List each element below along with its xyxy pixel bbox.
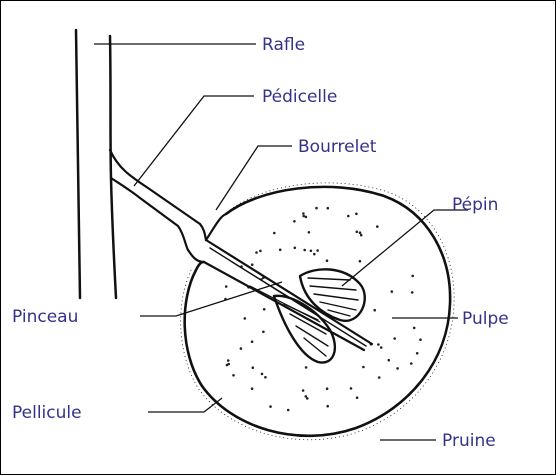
- label-bourrelet: Bourrelet: [298, 137, 377, 157]
- pulpe-dot: [262, 331, 265, 334]
- pulpe-dot: [359, 231, 362, 234]
- pulpe-dot: [232, 374, 235, 377]
- pulpe-dot: [316, 249, 319, 252]
- pulpe-dot: [410, 362, 413, 365]
- pulpe-dot: [240, 347, 243, 350]
- pulpe-dot: [294, 247, 297, 250]
- pulpe-dot: [305, 395, 308, 398]
- pulpe-dot: [380, 346, 383, 349]
- pulpe-dot: [393, 337, 396, 340]
- pepin-seeds: [274, 269, 365, 362]
- label-pinceau: Pinceau: [12, 307, 78, 327]
- label-pruine: Pruine: [442, 431, 496, 451]
- pulpe-dot: [303, 249, 306, 252]
- pulpe-dot: [413, 327, 416, 330]
- pulpe-dot: [227, 363, 230, 366]
- pulpe-dot: [251, 387, 254, 390]
- pulpe-dot: [391, 290, 394, 293]
- label-rafle: Rafle: [262, 35, 305, 55]
- pulpe-dot: [252, 366, 255, 369]
- pulpe-dot: [356, 231, 359, 234]
- pulpe-dot: [302, 389, 305, 392]
- berry-outline: [181, 183, 454, 440]
- pulpe-dot: [315, 207, 318, 210]
- pulpe-dot: [378, 376, 381, 379]
- pulpe-dot: [411, 291, 414, 294]
- pulpe-dot: [396, 367, 399, 370]
- pulpe-dot: [326, 387, 329, 390]
- pulpe-dot: [244, 317, 247, 320]
- rafle-stem: [76, 30, 116, 298]
- pinceau-shape: [204, 240, 372, 350]
- pulpe-dot: [273, 232, 276, 235]
- label-pellicule: Pellicule: [12, 403, 82, 423]
- pulpe-dot: [310, 250, 313, 253]
- pulpe-dots: [224, 207, 422, 412]
- pulpe-dot: [302, 212, 305, 215]
- pulpe-dot: [355, 213, 358, 216]
- pulpe-dot: [264, 376, 267, 379]
- pulpe-dot: [255, 251, 258, 254]
- pulpe-dot: [279, 249, 282, 252]
- pulpe-dot: [362, 366, 365, 369]
- pulpe-dot: [347, 215, 350, 218]
- pulpe-dot: [419, 338, 422, 341]
- label-pepin: Pépin: [452, 195, 498, 215]
- pulpe-dot: [350, 387, 353, 390]
- pulpe-dot: [305, 366, 308, 369]
- pulpe-dot: [373, 309, 376, 312]
- pulpe-dot: [308, 231, 311, 234]
- pulpe-dot: [302, 215, 305, 218]
- pulpe-dot: [269, 405, 272, 408]
- pulpe-dot: [225, 285, 228, 288]
- label-pulpe: Pulpe: [462, 309, 509, 329]
- pulpe-dot: [251, 263, 254, 266]
- pulpe-dot: [388, 359, 391, 362]
- pulpe-dot: [293, 220, 296, 223]
- pulpe-dot: [356, 396, 359, 399]
- pulpe-dot: [259, 250, 262, 253]
- pulpe-dot: [227, 359, 230, 362]
- pulpe-dot: [263, 308, 266, 311]
- pulpe-dot: [377, 343, 380, 346]
- pulpe-dot: [326, 259, 329, 262]
- pulpe-dot: [360, 234, 363, 237]
- pulpe-dot: [359, 260, 362, 263]
- pulpe-dot: [287, 409, 290, 412]
- pulpe-dot: [376, 225, 379, 228]
- pulpe-dot: [411, 275, 414, 278]
- label-pedicelle: Pédicelle: [262, 87, 337, 107]
- pulpe-dot: [326, 405, 329, 408]
- pulpe-dot: [416, 352, 419, 355]
- pulpe-dot: [251, 340, 254, 343]
- pulpe-dot: [327, 207, 330, 210]
- pedicelle-branch: [110, 150, 206, 250]
- pulpe-dot: [261, 373, 264, 376]
- pulpe-dot: [313, 253, 316, 256]
